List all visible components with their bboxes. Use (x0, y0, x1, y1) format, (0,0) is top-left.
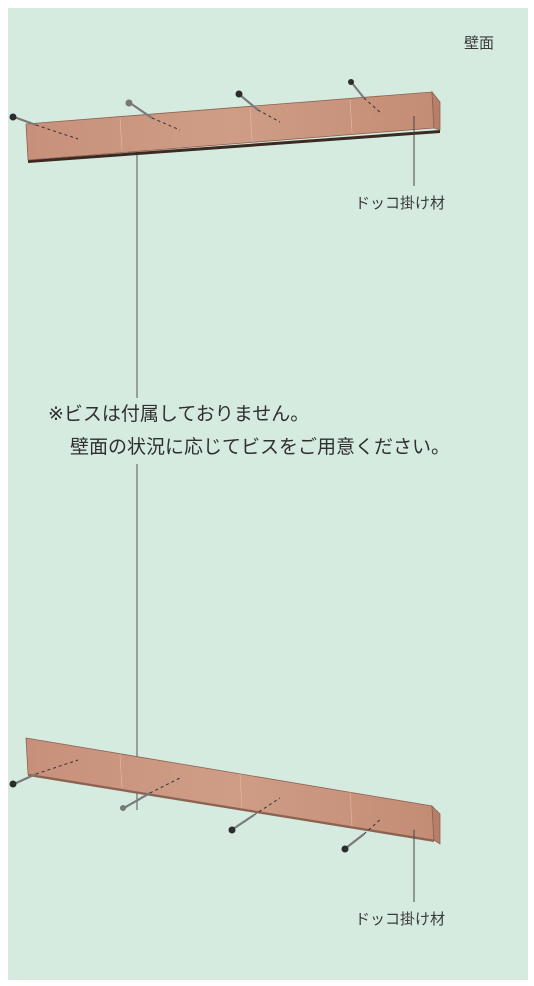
screw-icon (9, 113, 79, 140)
screw-icon (348, 79, 383, 115)
bottom-cleat (25, 737, 441, 845)
screw-icon (228, 797, 281, 834)
cleat-label-bottom: ドッコ掛け材 (355, 910, 446, 928)
note-line-1: ※ビスは付属しておりません。 (48, 403, 310, 425)
screw-icon (341, 817, 383, 853)
wall-panel (8, 8, 528, 980)
screw-icon (120, 777, 181, 811)
screw-note: ※ビスは付属しておりません。 壁面の状況に応じてビスをご用意ください。 (44, 398, 455, 464)
top-cleat (25, 90, 441, 163)
screw-icon (235, 90, 281, 123)
cleat-label-top: ドッコ掛け材 (355, 194, 446, 212)
wall-label: 壁面 (464, 34, 495, 52)
note-line-2: 壁面の状況に応じてビスをご用意ください。 (70, 436, 451, 458)
screw-icon (125, 99, 181, 131)
screw-icon (9, 759, 79, 788)
